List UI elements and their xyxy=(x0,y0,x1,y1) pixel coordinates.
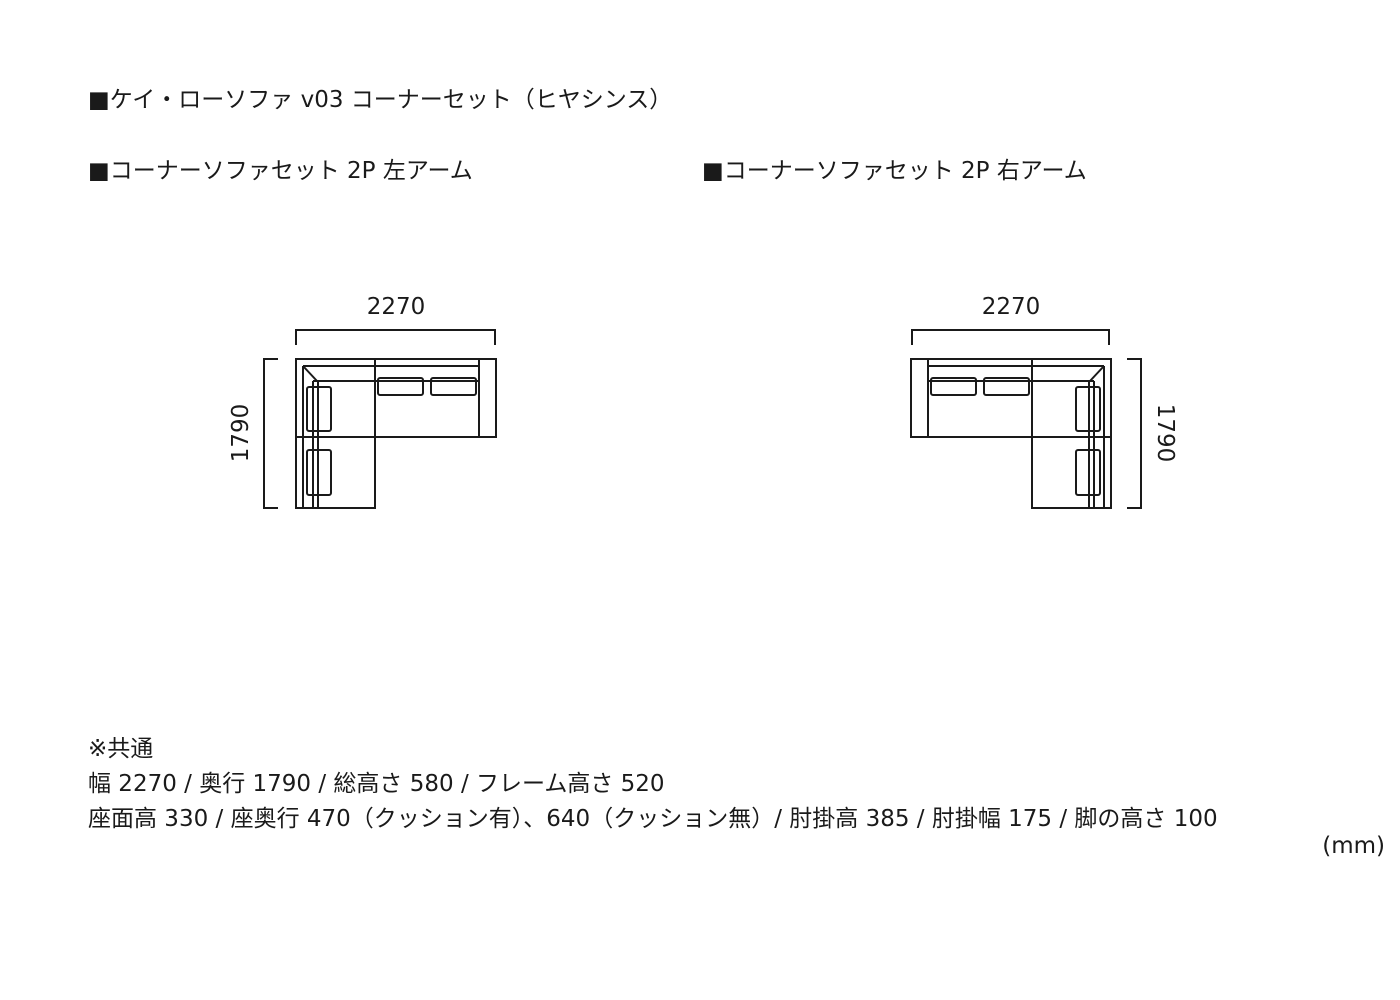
notes-heading: ※共通 xyxy=(88,736,154,762)
right-arm-heading: ■コーナーソファセット 2P 右アーム xyxy=(702,158,1087,184)
dimensions-line-1: 幅 2270 / 奥行 1790 / 総高さ 580 / フレーム高さ 520 xyxy=(88,771,665,797)
dimensions-line-2: 座面高 330 / 座奥行 470（クッション有）、640（クッション無）/ 肘… xyxy=(88,806,1218,832)
unit-label: (mm) xyxy=(1322,833,1385,859)
width-label: 2270 xyxy=(367,294,426,320)
depth-label: 1790 xyxy=(228,404,254,463)
left-arm-heading: ■コーナーソファセット 2P 左アーム xyxy=(88,158,473,184)
width-dimension-line xyxy=(295,329,496,345)
depth-dimension-line xyxy=(1127,358,1142,509)
left-arm-sofa-plan: 2270 1790 xyxy=(228,294,497,509)
depth-label: 1790 xyxy=(1152,404,1178,463)
depth-dimension-line xyxy=(263,358,278,509)
page-title: ■ケイ・ローソファ v03 コーナーセット（ヒヤシンス） xyxy=(88,87,673,113)
right-arm-sofa-plan: 2270 1790 xyxy=(910,294,1178,509)
width-label: 2270 xyxy=(982,294,1041,320)
width-dimension-line xyxy=(911,329,1110,345)
